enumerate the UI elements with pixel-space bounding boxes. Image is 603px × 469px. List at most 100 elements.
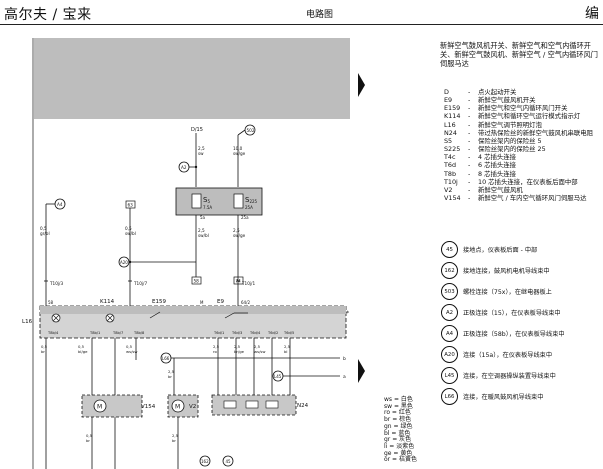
conn-502-label: 502 xyxy=(247,128,255,133)
pin-label: 64/2 xyxy=(241,300,250,305)
wire-end-a: a xyxy=(343,375,346,380)
wire-label: br xyxy=(168,374,172,379)
fuse-pin: 5a xyxy=(200,215,206,220)
connection-id: A2 xyxy=(441,304,458,321)
svg-text:T8b/4: T8b/4 xyxy=(47,331,59,335)
wire-end-b: b xyxy=(343,356,346,362)
header-rule xyxy=(0,24,603,25)
color-row: sw = 黑色 xyxy=(384,402,413,410)
motor-symbol: M xyxy=(175,404,180,411)
connector-pin-label: T10j/3 xyxy=(49,281,63,286)
n24-label: N24 xyxy=(297,403,309,409)
connector-box xyxy=(125,200,136,209)
svg-text:br/ge: br/ge xyxy=(234,349,245,354)
wire-label: 10,0 xyxy=(233,146,243,151)
svg-text:ro: ro xyxy=(213,349,217,354)
arrow-right-icon[interactable] xyxy=(358,359,365,383)
connector-box xyxy=(191,276,202,285)
connection-id: 162 xyxy=(441,262,458,279)
legend-row: E9-新鲜空气鼓风机开关 xyxy=(444,96,536,105)
svg-text:T8b/1: T8b/1 xyxy=(89,331,100,335)
legend-row: D-点火起动开关 xyxy=(444,88,517,96)
pin-label: M xyxy=(200,300,204,305)
color-row: ws = 白色 xyxy=(384,396,413,403)
svg-text:0,5: 0,5 xyxy=(126,344,133,349)
color-row: gr = 灰色 xyxy=(384,436,412,444)
wire-label: 0,5 xyxy=(40,226,47,231)
svg-text:2,5: 2,5 xyxy=(213,344,220,349)
v154-label: V154 xyxy=(141,404,156,410)
wire-labels: 0,5br 0,5bl/ge 0,5ws/sw 2,5ro 2,5br/ge 2… xyxy=(41,344,291,354)
svg-text:ws/sw: ws/sw xyxy=(126,349,137,354)
connection-id: A20 xyxy=(441,346,458,363)
fuse-s5-rating: 7.5A xyxy=(203,205,212,210)
legend-row: T10j-10 芯插头连接，在仪表板后面中部 xyxy=(444,177,578,186)
fuse-s225-icon xyxy=(233,193,244,209)
conn-a20-label: A20 xyxy=(120,260,128,265)
section-label: 电路图 xyxy=(306,10,334,20)
color-row: bl = 蓝色 xyxy=(384,429,411,437)
svg-text:bl/ge: bl/ge xyxy=(78,349,88,354)
e159-label: E159 xyxy=(152,299,166,305)
d15-label: D/15 xyxy=(191,127,203,133)
svg-text:2,5: 2,5 xyxy=(172,433,179,438)
wire-label: sw/bl xyxy=(198,233,209,238)
connection-id: L66 xyxy=(441,388,458,405)
connector-pin-label: T10j/1 xyxy=(241,281,255,286)
relay-panel-band xyxy=(34,38,350,119)
legend-row: S225-保险丝架内的保险丝 25 xyxy=(444,145,546,154)
svg-text:T6d/1: T6d/1 xyxy=(213,331,224,335)
header-right-label: 编 xyxy=(585,6,599,22)
wire-label: 2,5 xyxy=(168,369,175,374)
svg-text:2,5: 2,5 xyxy=(284,344,291,349)
svg-text:T6d/4: T6d/4 xyxy=(249,331,261,335)
legend-row: S5-保险丝架内的保险丝 5 xyxy=(444,136,542,145)
svg-text:bl: bl xyxy=(284,349,287,354)
motor-v154-icon xyxy=(93,399,107,413)
legend-row: T8b-8 芯插头连接 xyxy=(444,169,517,178)
connector-box xyxy=(233,276,244,285)
arrow-right-icon[interactable] xyxy=(358,73,365,97)
wire-label: 2,5 xyxy=(233,228,240,233)
wire-label: 2,5 xyxy=(198,146,205,151)
fuse-s5-icon xyxy=(191,193,202,209)
pin-label: 58 xyxy=(48,300,54,305)
motor-symbol: M xyxy=(97,404,102,411)
color-row: or = 桔黄色 xyxy=(384,456,417,464)
legend-row: K114-新鲜空气和循环空气运行模式指示灯 xyxy=(444,112,581,121)
legend-row: T4c-4 芯插头连接 xyxy=(444,153,517,162)
k114-label: K114 xyxy=(100,299,115,305)
svg-text:0,5: 0,5 xyxy=(78,344,85,349)
conn-162-icon xyxy=(199,455,211,467)
v154-box xyxy=(81,394,143,418)
color-row: ge = 黄色 xyxy=(384,449,413,457)
connection-id: A4 xyxy=(441,325,458,342)
connector-box-label: 58 xyxy=(194,279,200,284)
conn-l45-label: L45 xyxy=(274,374,282,379)
wire-label: sw/ge xyxy=(233,151,246,156)
svg-text:br: br xyxy=(86,438,90,443)
legend-row: E159-新鲜空气和空气内循环风门开关 xyxy=(444,104,568,113)
wire-label: 2,5 xyxy=(198,228,205,233)
fuse-pin: 25a xyxy=(241,215,249,220)
legend-row: N24-带过热保险丝的新鲜空气鼓风机串联电阻 xyxy=(444,128,594,137)
svg-text:2,5: 2,5 xyxy=(234,344,241,349)
connection-id: L45 xyxy=(441,367,458,384)
conn-l66-label: L66 xyxy=(162,356,170,361)
e9-label: E9 xyxy=(217,299,224,305)
legend-row: L16-新鲜空气调节照明灯泡 xyxy=(444,120,542,129)
v2-label: V2 xyxy=(189,404,196,410)
wire-label: gr/bl xyxy=(40,231,50,236)
wire-label: sw/bl xyxy=(125,231,136,236)
color-row: br = 棕色 xyxy=(384,416,412,424)
diagram-description: 新鲜空气鼓风机开关、新鲜空气和空气内循环开关、新鲜空气鼓风机、新鲜空气 / 空气… xyxy=(440,41,598,68)
motor-v2-icon xyxy=(171,399,185,413)
svg-text:2,5: 2,5 xyxy=(254,344,261,349)
wire-labels: 0,5br 2,5br xyxy=(86,433,179,443)
connector-box-label: 63 xyxy=(128,203,134,208)
